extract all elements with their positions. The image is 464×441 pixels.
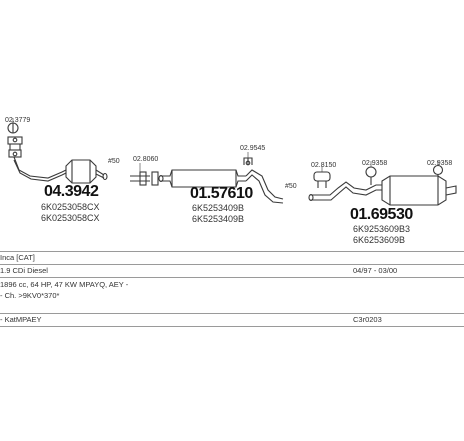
hanger-b-label: 02.9358 [362, 160, 388, 167]
info-divider [0, 251, 464, 252]
clamp-mid-label: 02.8060 [133, 156, 159, 163]
hanger-a-label: 02.8150 [311, 162, 337, 169]
rear-part-number: 01.69530 [350, 206, 413, 223]
front-clamp-part [7, 122, 19, 134]
date-range: 04/97 - 03/00 [353, 266, 398, 275]
engine-spec-row: 1896 cc, 64 HP, 47 KW MPAYQ, AEY - [0, 280, 129, 289]
cat-oe-2: 6K0253058CX [41, 213, 100, 223]
hanger-c-part [432, 164, 444, 177]
middle-oe-2: 6K5253409B [192, 214, 245, 224]
rear-pipe-part [308, 181, 382, 202]
cat-part-number: 04.3942 [44, 183, 99, 200]
diameter-label-b: #50 [285, 183, 297, 190]
info-divider [0, 326, 464, 327]
info-divider [0, 277, 464, 278]
chassis-row: - Ch. >9KV0*370* [0, 291, 60, 300]
cat-oe-1: 6K0253058CX [41, 202, 100, 212]
clamp-top-label: 02.3779 [5, 117, 31, 124]
front-flange-part [7, 136, 23, 158]
exhaust-drawing [7, 118, 457, 206]
cat-code-row: - KatMPAEY [0, 315, 42, 324]
model-row: Inca [CAT] [0, 253, 35, 262]
right-clamp-part [243, 157, 253, 166]
clamp-right-label: 02.9545 [240, 145, 266, 152]
hanger-a-part [313, 171, 331, 188]
rear-oe-1: 6K9253609B3 [353, 224, 411, 234]
engine-row: 1.9 CDi Diesel [0, 266, 48, 275]
reference-code: C3r0203 [353, 315, 382, 324]
rear-oe-2: 6K6253609B [353, 235, 406, 245]
hanger-b-part [365, 166, 377, 185]
info-divider [0, 264, 464, 265]
diameter-label-a: #50 [108, 158, 120, 165]
exhaust-system-diagram: 02.3779 04.3942 6K0253058CX 6K0253058CX … [5, 117, 457, 245]
mid-clamp-part [130, 171, 159, 186]
catalytic-converter-part [65, 159, 108, 184]
info-divider [0, 313, 464, 314]
middle-silencer-part [158, 169, 284, 204]
hanger-c-label: 02.9358 [427, 160, 453, 167]
front-downpipe [13, 156, 67, 179]
rear-silencer-part [381, 175, 457, 206]
middle-part-number: 01.57610 [190, 185, 253, 202]
middle-oe-1: 6K5253409B [192, 203, 245, 213]
